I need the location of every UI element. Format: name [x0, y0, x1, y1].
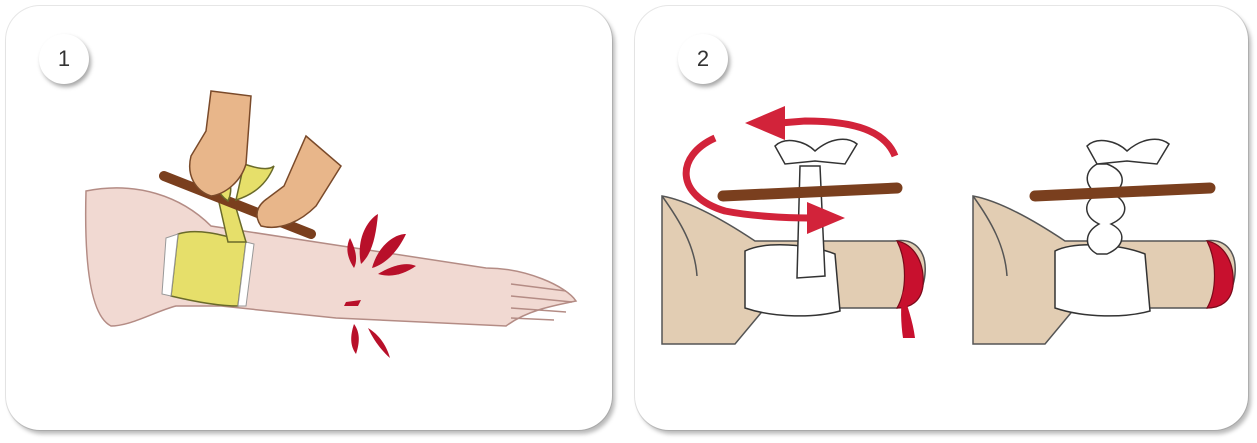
windlass-stick: [723, 188, 897, 196]
tourniquet-twisting-illustration: [635, 6, 1248, 430]
step-2-panel: 2: [635, 6, 1248, 430]
cloth-wrap: [1055, 245, 1150, 316]
step-1-panel: 1: [6, 6, 612, 430]
right-hand: [257, 136, 341, 227]
arm-illustration: [86, 188, 576, 326]
windlass-stick: [1035, 188, 1210, 196]
rotation-arrow-icon: [686, 121, 895, 218]
tourniquet-application-illustration: [6, 6, 612, 430]
cloth-wrap: [745, 245, 840, 316]
